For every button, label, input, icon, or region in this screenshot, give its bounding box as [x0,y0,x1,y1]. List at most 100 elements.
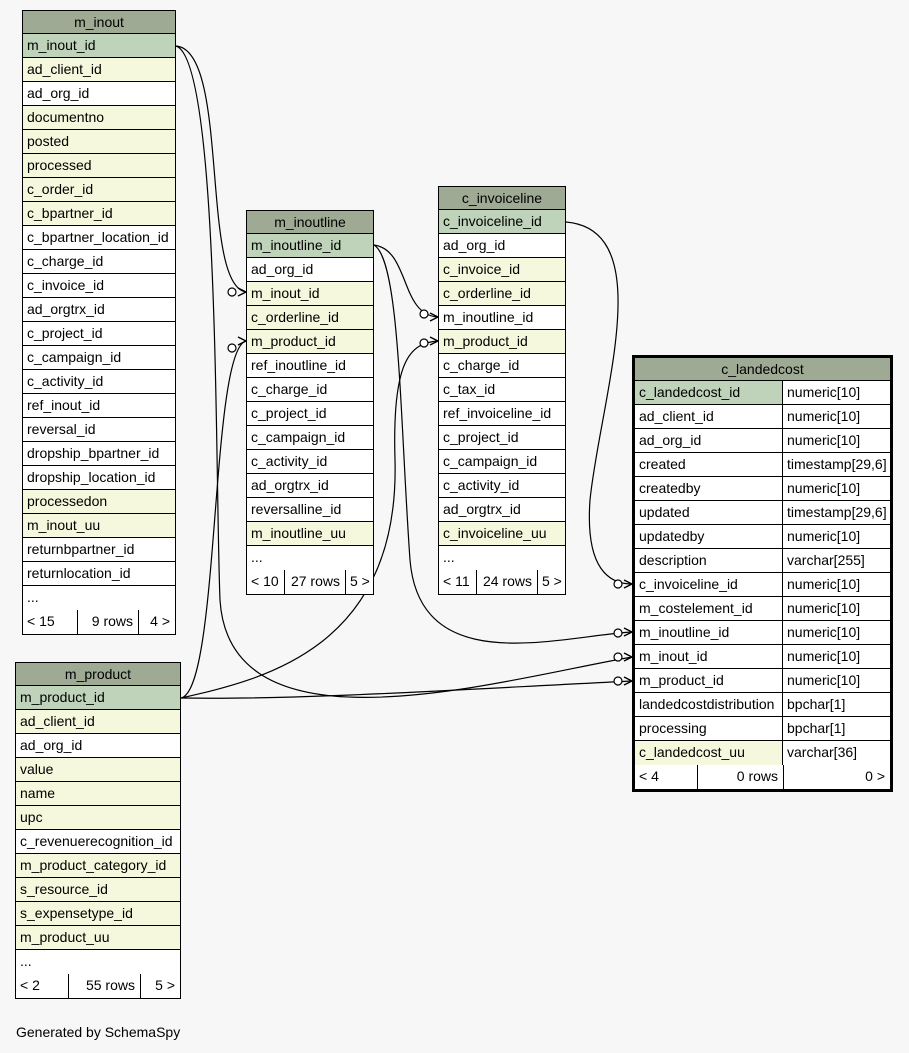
column-row[interactable]: c_bpartner_location_id [23,226,175,250]
column-row[interactable]: m_product_category_id [16,854,180,878]
column-row[interactable]: c_invoiceline_uu [439,522,565,546]
column-row[interactable]: reversalline_id [247,498,373,522]
column-row[interactable]: ref_invoiceline_id [439,402,565,426]
column-row[interactable]: ... [23,586,175,610]
footer-parents: < 10 [251,573,279,589]
column-row[interactable]: c_project_id [247,402,373,426]
marker-circle [613,579,623,589]
column-row[interactable]: m_inout_id [23,34,175,58]
column-row[interactable]: m_product_uu [16,926,180,950]
column-row[interactable]: ... [439,546,565,570]
column-row[interactable]: c_tax_id [439,378,565,402]
column-name: description [639,552,707,568]
column-row[interactable]: ad_orgtrx_id [23,298,175,322]
column-row[interactable]: ... [16,950,180,974]
column-row[interactable]: ad_org_id [23,82,175,106]
column-row[interactable]: ad_org_id [247,258,373,282]
column-row[interactable]: processedon [23,490,175,514]
column-name: upc [20,809,43,825]
column-row[interactable]: c_activity_id [439,474,565,498]
column-row[interactable]: dropship_location_id [23,466,175,490]
column-row[interactable]: c_bpartner_id [23,202,175,226]
column-row[interactable]: c_project_id [439,426,565,450]
column-type: numeric[10] [782,381,890,404]
column-row[interactable]: m_inout_uu [23,514,175,538]
column-type: numeric[10] [782,597,890,620]
column-row[interactable]: reversal_id [23,418,175,442]
column-row[interactable]: m_product_id [247,330,373,354]
column-row[interactable]: s_resource_id [16,878,180,902]
column-name: c_activity_id [27,373,104,389]
column-row[interactable]: m_product_id [16,686,180,710]
column-row[interactable]: c_invoice_id [439,258,565,282]
column-row[interactable]: c_project_id [23,322,175,346]
column-row[interactable]: c_campaign_id [439,450,565,474]
column-row[interactable]: returnlocation_id [23,562,175,586]
column-row[interactable]: c_campaign_id [247,426,373,450]
footer-parents: < 15 [27,613,55,629]
column-type: numeric[10] [782,405,890,428]
column-name: returnlocation_id [27,565,131,581]
column-row[interactable]: c_invoice_id [23,274,175,298]
column-row[interactable]: c_orderline_id [247,306,373,330]
column-row[interactable]: c_charge_id [439,354,565,378]
column-row[interactable]: m_inoutline_id [439,306,565,330]
table-footer: < 11 24 rows 5 > [439,570,565,594]
column-row[interactable]: c_revenuerecognition_id [16,830,180,854]
column-row[interactable]: c_charge_id [247,378,373,402]
column-row[interactable]: m_inoutline_id [247,234,373,258]
column-row[interactable]: ad_client_id [16,710,180,734]
column-row[interactable]: returnbpartner_id [23,538,175,562]
column-row[interactable]: ref_inout_id [23,394,175,418]
column-row[interactable]: m_inoutline_uu [247,522,373,546]
column-row[interactable]: ad_client_id [23,58,175,82]
column-row[interactable]: upc [16,806,180,830]
column-row[interactable]: c_charge_id [23,250,175,274]
column-row[interactable]: ad_org_id [16,734,180,758]
column-row[interactable]: c_campaign_id [23,346,175,370]
column-row[interactable]: s_expensetype_id [16,902,180,926]
column-row[interactable]: name [16,782,180,806]
column-row[interactable]: m_product_id [439,330,565,354]
column-row[interactable]: ref_inoutline_id [247,354,373,378]
column-row[interactable]: c_orderline_id [439,282,565,306]
column-row[interactable]: c_order_id [23,178,175,202]
column-row[interactable]: ... [247,546,373,570]
column-row[interactable]: ad_orgtrx_id [439,498,565,522]
column-row[interactable]: posted [23,130,175,154]
column-row[interactable]: value [16,758,180,782]
column-row[interactable]: ad_orgtrx_id [247,474,373,498]
column-name: name [20,785,56,801]
column-row[interactable]: processed [23,154,175,178]
column-row[interactable]: documentno [23,106,175,130]
column-row[interactable]: c_activity_id [23,370,175,394]
column-row[interactable]: c_invoiceline_id [439,210,565,234]
table-title: c_landedcost [635,358,890,381]
column-row[interactable]: ad_org_id [439,234,565,258]
column-row[interactable]: c_activity_id [247,450,373,474]
column-name: c_project_id [251,405,327,421]
column-row[interactable]: dropship_bpartner_id [23,442,175,466]
column-row[interactable]: m_inout_id [247,282,373,306]
